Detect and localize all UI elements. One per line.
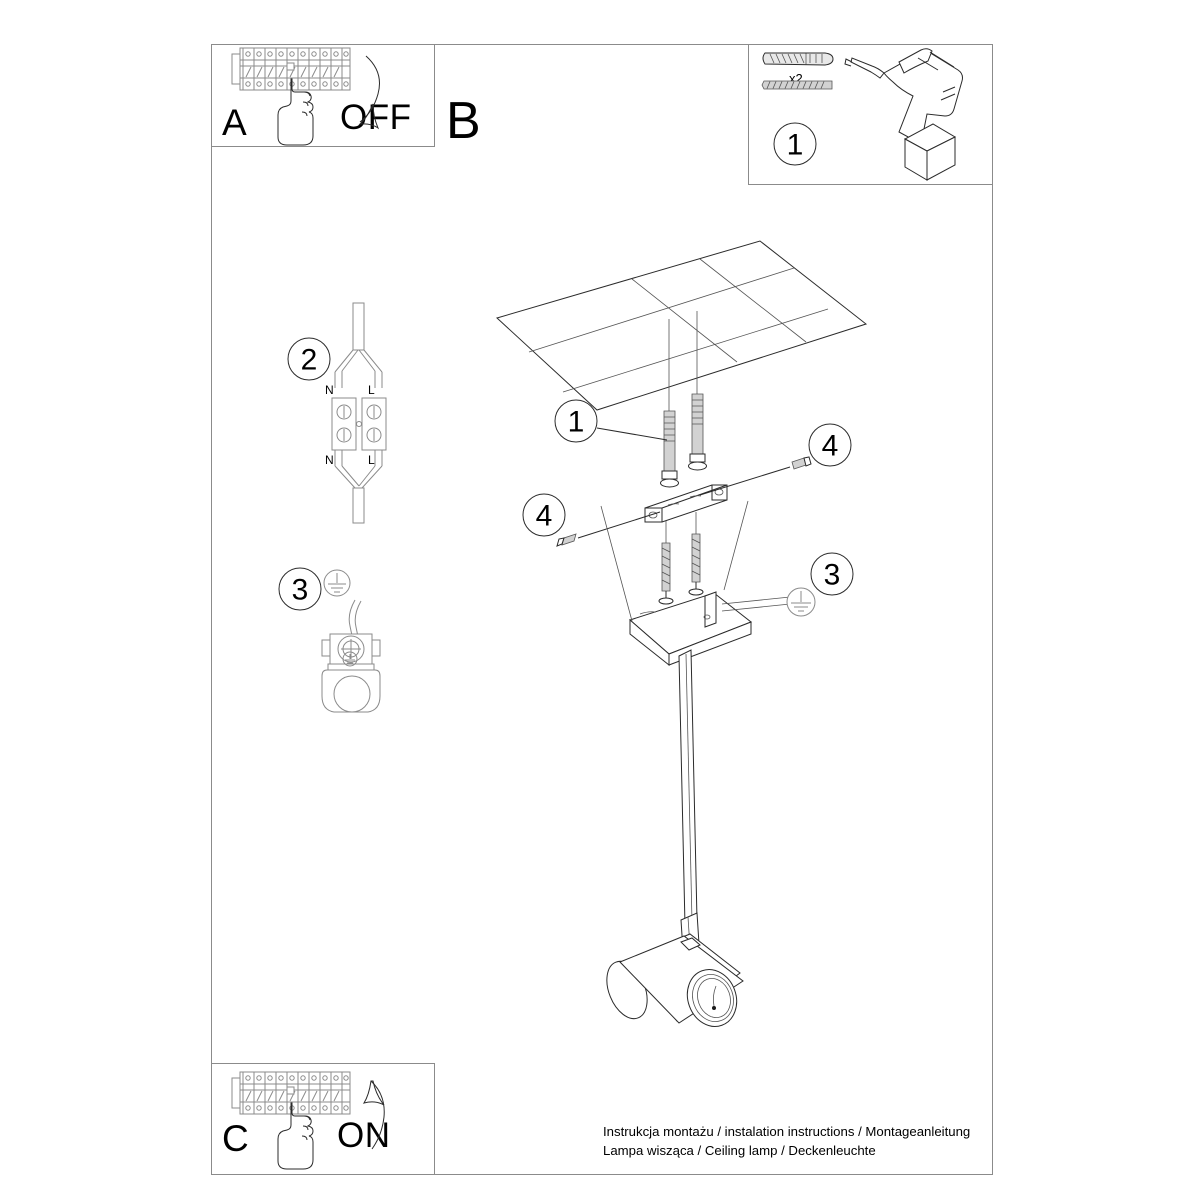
footer-line-1: Instrukcja montażu / instalation instruc…: [603, 1124, 971, 1139]
wall-plug-icon: [762, 52, 834, 66]
screw-icon: [761, 80, 833, 90]
step-number-3-badge: 3: [278, 567, 322, 611]
mounting-bracket: [644, 484, 728, 523]
panel-a: [211, 44, 435, 147]
page-frame: [211, 44, 993, 1175]
breaker-panel-a-icon: [231, 47, 351, 91]
earth-ground-icon-step3: [323, 569, 351, 597]
canopy-plate: [600, 500, 752, 667]
on-label: ON: [337, 1116, 391, 1155]
step-number-2-badge: 2: [287, 337, 331, 381]
footer-line-2: Lampa wisząca / Ceiling lamp / Deckenleu…: [603, 1143, 876, 1158]
panel-c-label: C: [222, 1118, 249, 1159]
terminal-screws: [336, 404, 382, 443]
panel-a-label: A: [222, 102, 247, 143]
panel-parts: [748, 44, 993, 185]
wood-screw-left: [658, 521, 674, 605]
panel-c: [211, 1063, 435, 1175]
callout-number-4-right: 4: [822, 430, 839, 463]
terminal-label-l-bottom: L: [368, 453, 375, 467]
earth-symbol-small: [342, 651, 358, 667]
power-drill-icon: [844, 48, 963, 181]
cylinder-spot-head: [606, 933, 744, 1027]
earth-terminal-assembly: [321, 633, 381, 713]
step-number-1-badge: 1: [773, 122, 817, 166]
callout-1: 1: [554, 399, 668, 443]
callout-4-right: 4: [808, 423, 852, 467]
callout-4-left: 4: [522, 493, 566, 537]
earth-ground-icon-callout: [786, 587, 816, 617]
hand-pointing-icon-a: [277, 78, 314, 146]
set-screw-left: [556, 511, 661, 547]
step-number-2: 2: [301, 344, 318, 377]
ceiling-surface: [496, 240, 868, 411]
off-label: OFF: [340, 98, 412, 137]
terminal-label-n-bottom: N: [325, 453, 334, 467]
step-number-1: 1: [787, 129, 804, 162]
hand-pointing-icon-c: [277, 1102, 314, 1170]
panel-b-label: B: [446, 92, 481, 150]
breaker-panel-c-icon: [231, 1071, 351, 1115]
terminal-label-l-top: L: [368, 383, 375, 397]
terminal-block-wiring-diagram: N L N L: [325, 302, 387, 524]
arrow-up-curved-icon: [362, 1080, 385, 1150]
callout-3: 3: [786, 552, 854, 617]
callout-number-3: 3: [824, 559, 841, 592]
wall-plug-upper-right: [688, 311, 707, 471]
step-number-3: 3: [292, 574, 309, 607]
wall-plug-upper-left: [660, 319, 679, 488]
lamp-rod: [678, 649, 700, 952]
wood-screw-right: [688, 512, 704, 596]
callout-number-4-left: 4: [536, 500, 553, 533]
callout-number-1: 1: [568, 406, 585, 439]
set-screw-right: [699, 456, 812, 496]
footer-text: Instrukcja montażu / instalation instruc…: [603, 1122, 970, 1160]
terminal-label-n-top: N: [325, 383, 334, 397]
arrow-down-curved-icon: [358, 55, 380, 130]
